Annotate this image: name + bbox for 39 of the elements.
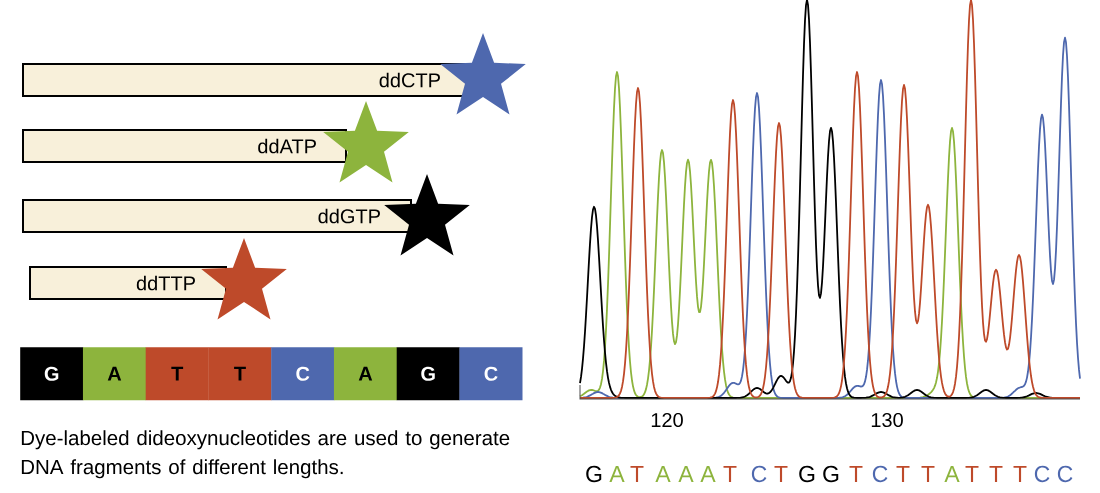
base-letter: T <box>896 466 910 482</box>
base-letter: A <box>609 466 625 482</box>
base-letter: T <box>849 466 863 482</box>
base-letter: A <box>655 466 671 482</box>
base-letter: T <box>723 466 737 482</box>
tick-label: 120 <box>651 412 683 428</box>
base-letter: T <box>774 466 788 482</box>
node-label: T <box>234 366 246 381</box>
base-letter: C <box>872 465 888 483</box>
base-cell: C <box>271 347 335 401</box>
base-letter: A <box>678 466 694 482</box>
base-letter: A <box>700 466 716 482</box>
base-letter: G <box>799 465 815 483</box>
base-letter: T <box>965 466 979 482</box>
base-letter: C <box>1034 465 1050 483</box>
labeled-fragment-drawing: ddATP <box>22 101 409 183</box>
base-letter: T <box>630 466 644 482</box>
base-letter: G <box>823 465 839 483</box>
base-cell: T <box>145 347 209 401</box>
base-letter: T <box>989 466 1003 482</box>
base-cell: C <box>459 347 523 401</box>
base-cell: G <box>20 347 84 401</box>
base-letter: C <box>1057 465 1073 483</box>
base-cell: G <box>396 347 460 401</box>
base-letter: C <box>751 465 767 483</box>
labeled-fragment-drawing: ddTTP <box>29 238 287 320</box>
base-letter: A <box>944 466 960 482</box>
labeled-fragment-drawing: ddGTP <box>22 174 470 256</box>
tick-label: 130 <box>871 412 903 428</box>
base-cell: A <box>82 347 146 401</box>
labeled-fragment-drawing: ddCTP <box>22 33 526 115</box>
base-letter: T <box>921 466 935 482</box>
base-letter: T <box>1013 466 1027 482</box>
base-cell: A <box>333 347 397 401</box>
base-letter: G <box>586 465 602 483</box>
caption: Dye-labeled dideoxynucleotides are used to generate DNA fragments of different lengths. <box>21 430 510 479</box>
node-label: ddTTP <box>136 275 195 291</box>
node-label: T <box>171 366 184 381</box>
base-cell: T <box>208 347 272 401</box>
